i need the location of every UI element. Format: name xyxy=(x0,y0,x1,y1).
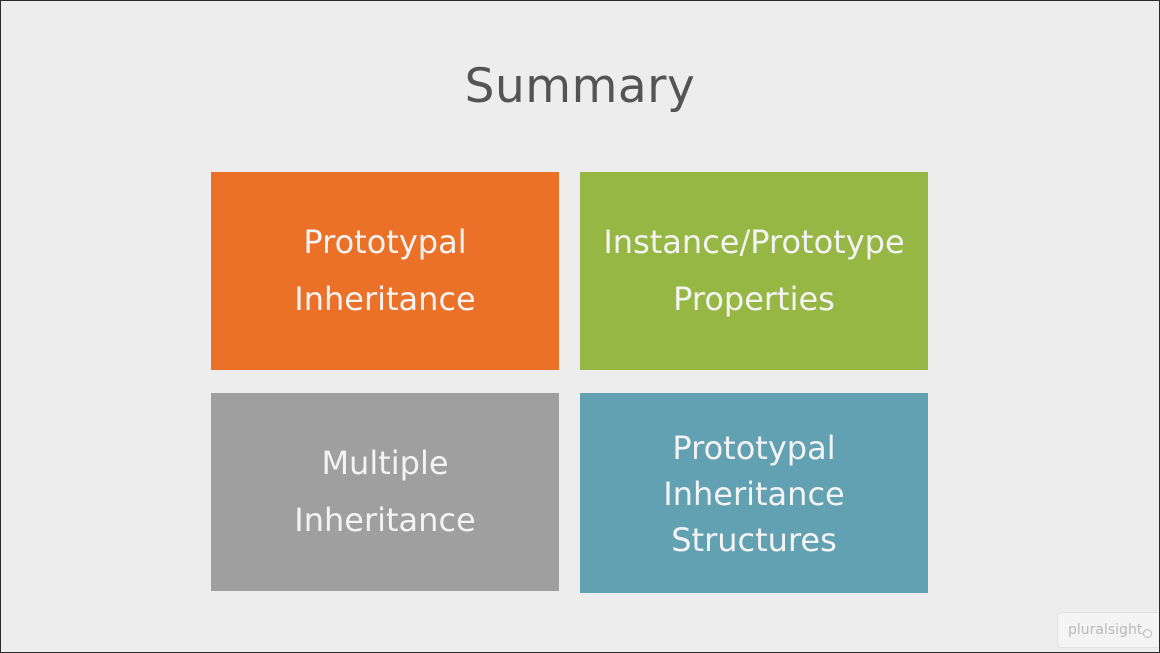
tile-label-line: Inheritance xyxy=(294,280,476,318)
tile-instance-prototype-properties: Instance/Prototype Properties xyxy=(580,172,928,370)
tile-label-line: Instance/Prototype xyxy=(603,223,905,261)
slide-title: Summary xyxy=(464,59,696,114)
tile-label: Prototypal Inheritance xyxy=(294,214,475,328)
tile-label: Multiple Inheritance xyxy=(294,435,475,549)
tile-prototypal-inheritance: Prototypal Inheritance xyxy=(211,172,559,370)
tile-label-line: Structures xyxy=(671,521,837,559)
tile-label-line: Inheritance xyxy=(663,475,845,513)
tile-label-line: Prototypal xyxy=(303,223,467,261)
watermark-text: pluralsight xyxy=(1068,622,1143,638)
tile-label-line: Properties xyxy=(673,280,835,318)
tile-label: Prototypal Inheritance Structures xyxy=(663,425,844,563)
tile-label-line: Multiple xyxy=(321,444,449,482)
tile-label: Instance/Prototype Properties xyxy=(603,214,904,328)
tile-label-line: Prototypal xyxy=(672,429,836,467)
tile-multiple-inheritance: Multiple Inheritance xyxy=(211,393,559,591)
tile-label-line: Inheritance xyxy=(294,501,476,539)
pluralsight-logo-icon xyxy=(1143,628,1153,638)
tile-prototypal-inheritance-structures: Prototypal Inheritance Structures xyxy=(580,393,928,593)
pluralsight-watermark: pluralsight xyxy=(1057,612,1159,648)
